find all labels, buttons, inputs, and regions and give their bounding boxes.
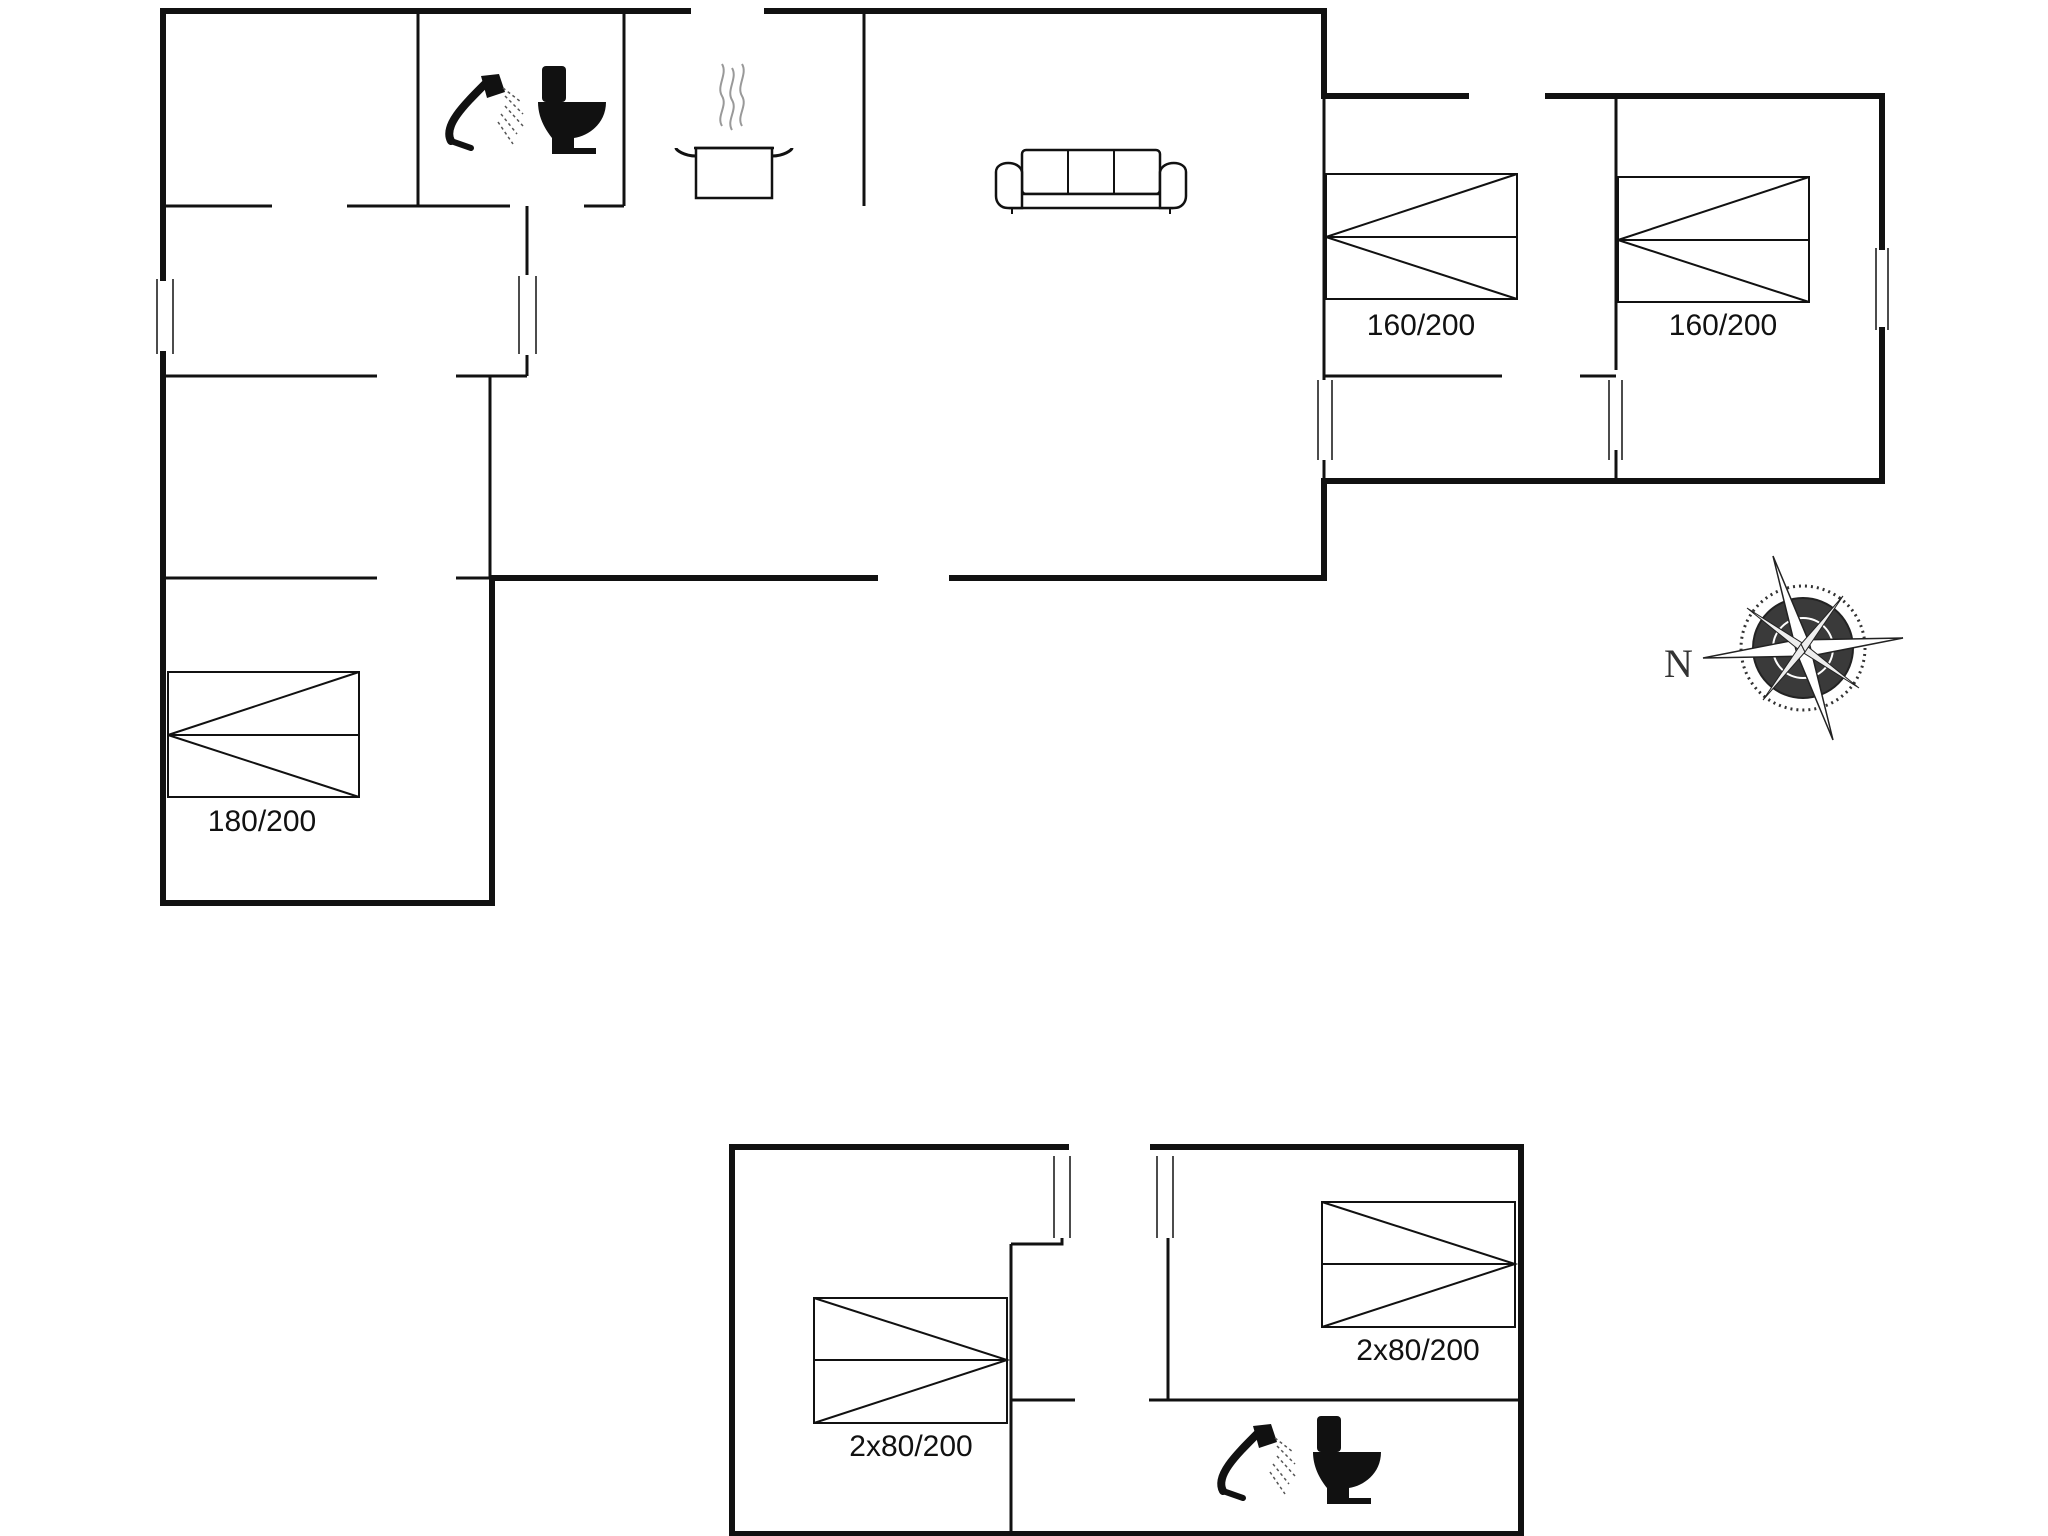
shower-icon-annex <box>1217 1424 1296 1501</box>
bed-annex-right: 2x80/200 <box>1321 1201 1519 1367</box>
bed-bedroom-right-2: 160/200 <box>1617 176 1810 342</box>
bed-annex-left: 2x80/200 <box>813 1297 1011 1463</box>
main-house-walls <box>156 8 1889 906</box>
bed-label-right-1: 160/200 <box>1367 309 1475 342</box>
bed-label-annex-left: 2x80/200 <box>849 1430 972 1463</box>
shower-icon <box>445 74 524 151</box>
annex-walls <box>729 1144 1524 1536</box>
cooking-pot-icon <box>674 63 794 200</box>
toilet-icon-annex <box>1313 1416 1381 1504</box>
toilet-icon <box>538 66 606 154</box>
compass-rose-icon <box>1702 555 1904 741</box>
sofa-icon <box>994 148 1188 214</box>
bed-bedroom-bottom-left: 180/200 <box>167 671 360 838</box>
bed-label-right-2: 160/200 <box>1669 309 1777 342</box>
bed-bedroom-right-1: 160/200 <box>1325 173 1518 342</box>
bed-label-bottom-left: 180/200 <box>208 805 316 838</box>
main-house-interior-walls <box>163 11 1623 580</box>
bed-label-annex-right: 2x80/200 <box>1356 1334 1479 1367</box>
compass-north-label: N <box>1664 641 1693 686</box>
